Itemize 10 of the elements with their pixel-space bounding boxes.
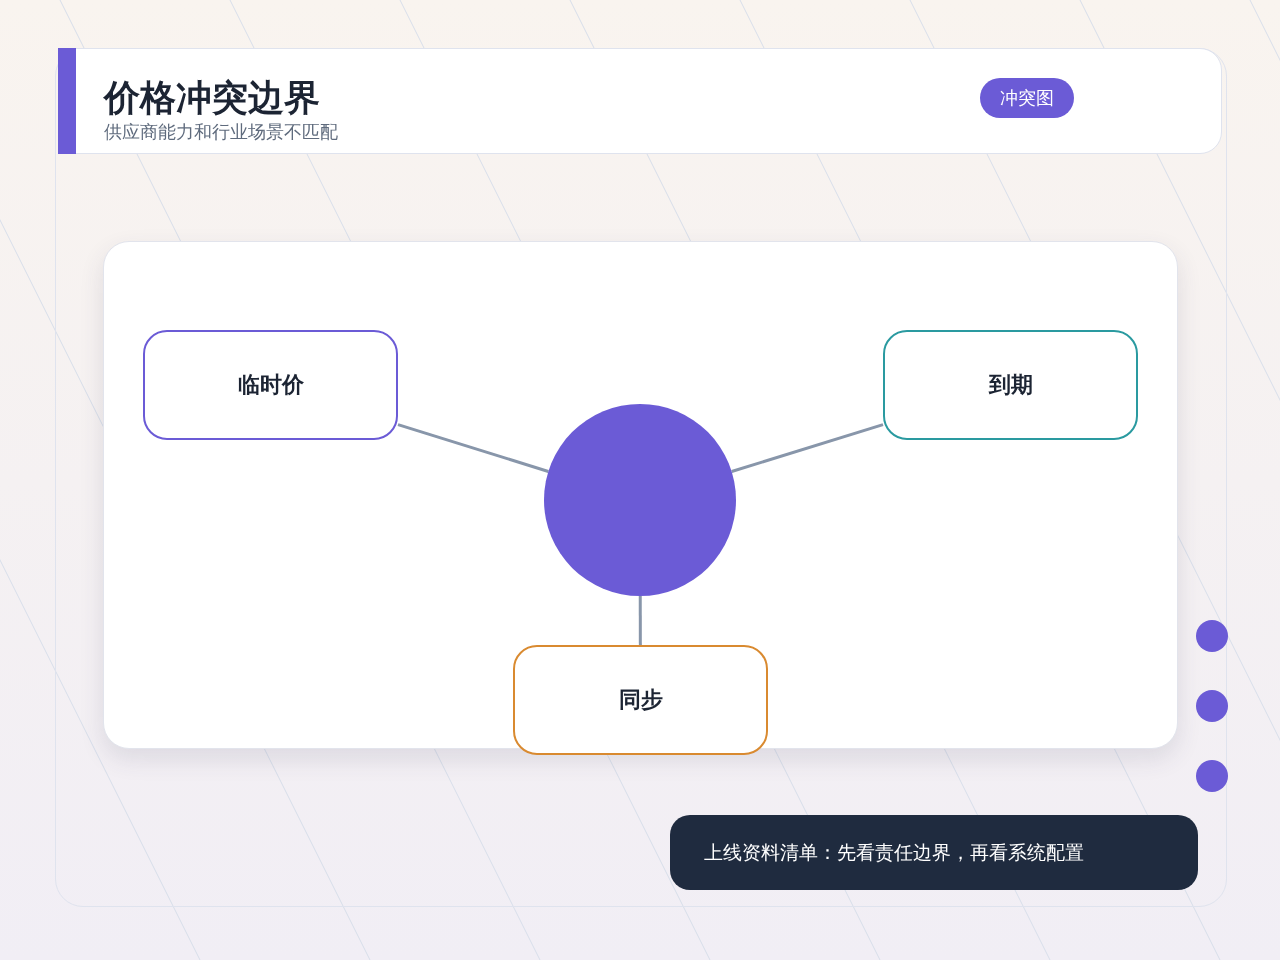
subtitle: 供应商能力和行业场景不匹配 xyxy=(104,120,338,144)
topic-box: 到期 xyxy=(883,330,1138,440)
title: 价格冲突边界 xyxy=(104,76,320,120)
connector-line xyxy=(638,596,642,645)
connector-line xyxy=(731,423,884,473)
note-banner: 上线资料清单：先看责任边界，再看系统配置 xyxy=(670,815,1198,890)
tag-badge: 冲突图 xyxy=(980,78,1074,118)
topic-box: 临时价 xyxy=(143,330,398,440)
connector-line xyxy=(397,423,549,473)
topic-box: 同步 xyxy=(513,645,768,755)
